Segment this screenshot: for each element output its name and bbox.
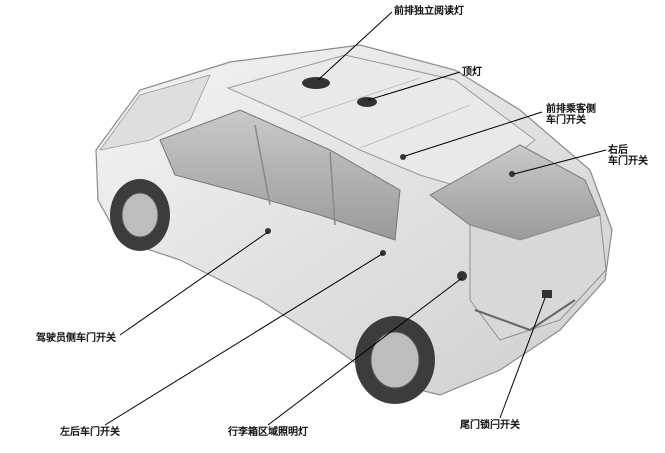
- label-dome-light: 顶灯: [462, 67, 482, 78]
- label-tailgate-latch-switch: 尾门锁闩开关: [460, 420, 520, 431]
- front-wheel: [110, 179, 170, 251]
- label-driver-door-switch: 驾驶员侧车门开关: [36, 333, 116, 344]
- tailgate-switch-marker: [542, 290, 552, 298]
- hood: [99, 74, 211, 151]
- rear-right-switch-marker: [509, 171, 515, 177]
- reading-light-marker: [302, 77, 330, 89]
- tailgate: [469, 214, 607, 341]
- leader-lines: [104, 11, 607, 426]
- label-right-rear-door-switch: 右后 车门开关: [608, 145, 648, 167]
- side-windows: [159, 109, 401, 241]
- dome-light-marker: [357, 97, 377, 107]
- label-left-rear-door-switch: 左后车门开关: [60, 427, 120, 438]
- label-front-passenger-door-switch: 前排乘客侧 车门开关: [546, 104, 596, 126]
- label-cargo-area-light: 行李箱区域照明灯: [228, 427, 308, 438]
- passenger-door-switch-marker: [400, 154, 406, 160]
- rear-wheel: [355, 316, 435, 404]
- cargo-light-marker: [457, 271, 467, 281]
- label-front-reading-light: 前排独立阅读灯: [394, 6, 464, 17]
